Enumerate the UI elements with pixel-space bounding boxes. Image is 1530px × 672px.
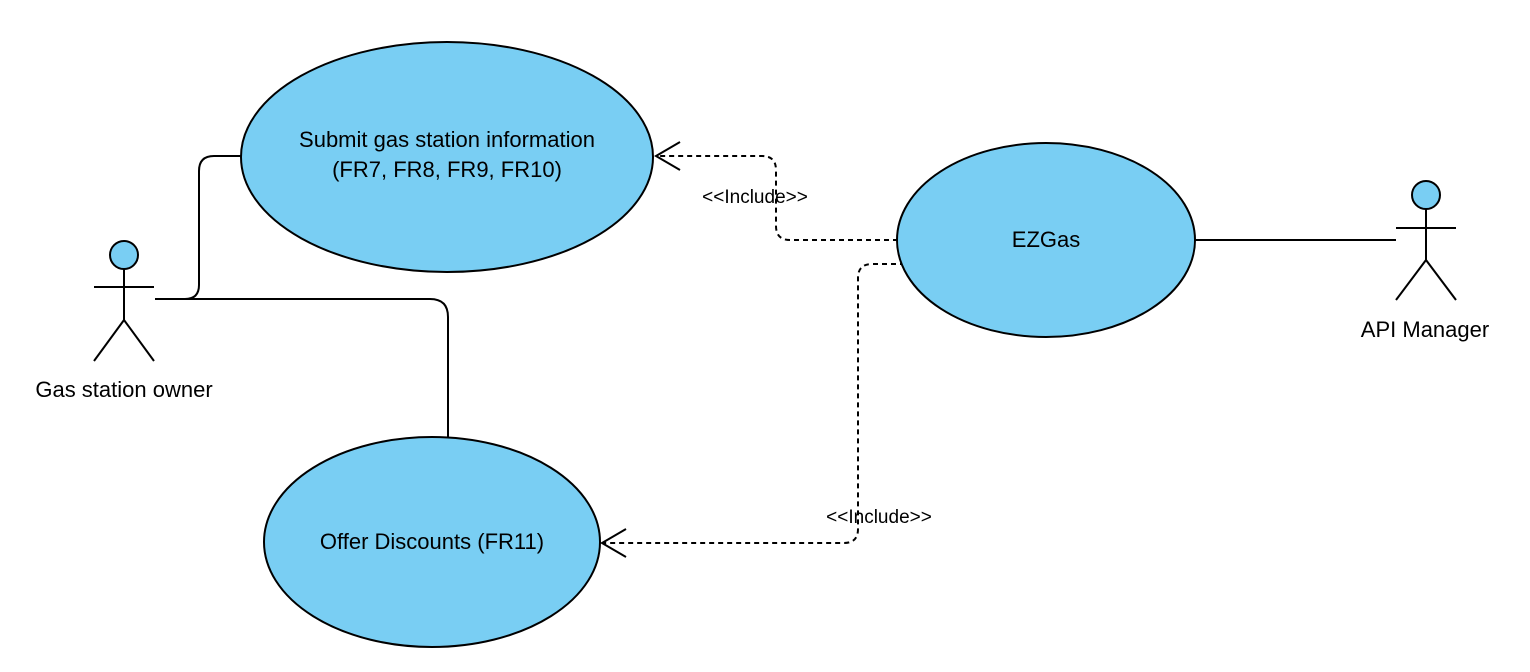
actor-left-leg [93, 319, 125, 362]
use-case-ezgas[interactable]: EZGas [896, 142, 1196, 338]
use-case-submit-info-shape [240, 41, 654, 273]
actor-gas-station-owner[interactable]: Gas station owner [35, 240, 213, 402]
use-case-offer-discounts-shape [263, 436, 601, 648]
actor-api-manager[interactable]: API Manager [1361, 180, 1489, 342]
use-case-submit-info-reqs: (FR7, FR8, FR9, FR10) [332, 157, 562, 182]
actor-right-leg [123, 319, 155, 362]
association-owner-discounts [155, 298, 449, 438]
actor-gas-station-owner-label: Gas station owner [35, 377, 212, 402]
use-case-submit-info[interactable]: Submit gas station information (FR7, FR8… [240, 41, 654, 273]
actor-api-manager-label: API Manager [1361, 317, 1489, 342]
use-case-offer-discounts-label: Offer Discounts (FR11) [320, 529, 544, 554]
include-edge-discounts [603, 263, 905, 544]
actor-head-icon [109, 240, 139, 270]
association-owner-submit [155, 155, 242, 300]
actor-head-icon [1411, 180, 1441, 210]
actor-left-leg [1395, 259, 1427, 301]
include-label-submit: <<Include>> [702, 187, 808, 208]
actor-right-leg [1425, 259, 1457, 301]
use-case-ezgas-shape [896, 142, 1196, 338]
include-arrowhead-submit [654, 141, 681, 171]
include-label-discounts: <<Include>> [826, 507, 932, 528]
include-arrowhead-discounts [600, 528, 627, 558]
use-case-ezgas-label: EZGas [1012, 227, 1080, 252]
use-case-submit-info-title: Submit gas station information [299, 127, 595, 152]
use-case-offer-discounts[interactable]: Offer Discounts (FR11) [263, 436, 601, 648]
